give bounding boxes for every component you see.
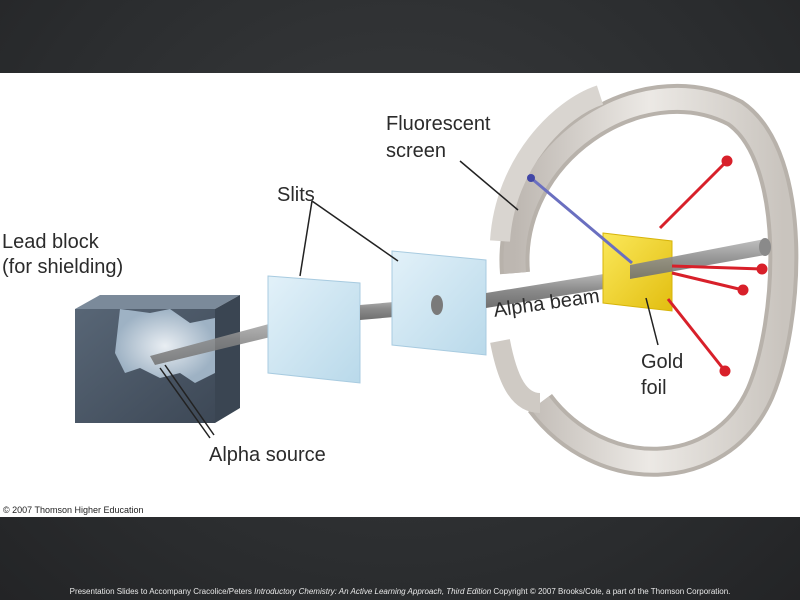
lead-block-label-line1: Lead block <box>2 231 99 253</box>
gold-foil-label-line2: foil <box>641 377 667 399</box>
transmitted-beam <box>630 239 765 279</box>
footer-edition: , Third Edition <box>441 587 492 596</box>
fluorescent-screen-label-line2: screen <box>386 140 447 162</box>
figure-copyright: © 2007 Thomson Higher Education <box>3 505 144 515</box>
alpha-source <box>115 309 215 383</box>
reflected-ray <box>527 174 633 265</box>
footer-book-title: Introductory Chemistry: An Active Learni… <box>254 587 442 596</box>
rutherford-experiment-figure: Fluorescent screen Slits Lead block (for… <box>0 73 800 517</box>
fluorescent-screen <box>490 83 799 477</box>
footer-prefix: Presentation Slides to Accompany Cracoli… <box>69 587 252 596</box>
leader-lines <box>159 160 659 439</box>
experiment-diagram <box>75 83 799 477</box>
alpha-source-label: Alpha source <box>209 444 326 466</box>
footer-suffix: Copyright © 2007 Brooks/Cole, a part of … <box>493 587 731 596</box>
slit-2 <box>391 250 487 356</box>
lead-block <box>75 295 240 423</box>
slits-label: Slits <box>277 184 315 206</box>
alpha-beam-to-foil <box>486 273 610 308</box>
lead-block-label-line2: (for shielding) <box>2 256 124 278</box>
gold-foil-label-line1: Gold <box>641 351 684 373</box>
slit-1 <box>267 275 361 384</box>
footer-credit: Presentation Slides to Accompany Cracoli… <box>0 587 800 596</box>
fluorescent-screen-label-line1: Fluorescent <box>386 113 491 135</box>
deflected-rays <box>658 155 768 377</box>
